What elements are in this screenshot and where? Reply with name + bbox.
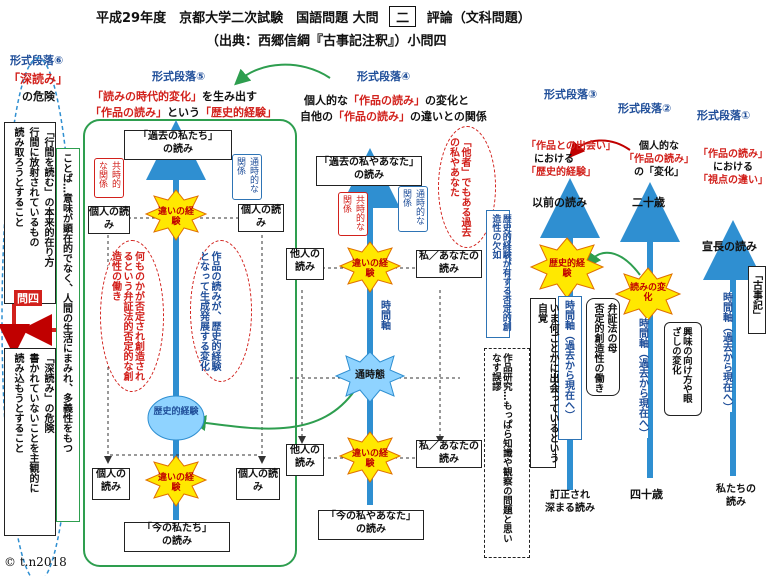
s1-norinaga-reading: 宣長の読み — [702, 240, 757, 253]
s2-age-40: 四十歳 — [630, 488, 663, 501]
s1-kojiki-box: 「古事記」 — [748, 266, 766, 334]
s4-past-box: 「過去の私やあなた」の読み — [316, 156, 422, 186]
copyright-text: © t.n2018 — [4, 555, 67, 569]
s4-self-mid: 私／あなたの読み — [416, 250, 482, 278]
section-4-title: 形式段落④ — [357, 70, 411, 83]
s4-present-box: 「今の私やあなた」の読み — [318, 510, 424, 540]
s3-burst: 歴史的経験 — [548, 259, 585, 279]
s5-individual-mid-right: 個人の読み — [238, 204, 284, 232]
s4-other-mid: 他人の読み — [286, 248, 324, 280]
s5-diachronic-label: 通時的な関係 — [232, 154, 262, 200]
section-6-title: 形式段落⑥ — [10, 54, 64, 67]
s5-bubble-2: 作品の読みが、歴史的経験となって生成発展する変化 — [190, 240, 252, 382]
s4-burst-1: 違いの経験 — [351, 259, 388, 279]
section-3-title: 形式段落③ — [544, 88, 598, 101]
s4-other-bot: 他人の読み — [286, 444, 324, 476]
s3-before-reading: 以前の読み — [532, 196, 587, 209]
s1-time-axis: 時間軸（過去から現在へ） — [720, 292, 732, 412]
s2-burst: 読みの変化 — [629, 283, 666, 303]
s2-age-20: 二十歳 — [632, 196, 665, 209]
s5-individual-bot-left: 個人の読み — [92, 468, 130, 500]
s4-synchronic-label: 共時的な関係 — [338, 192, 368, 236]
s6-top-box: 「行間を読む」の本来的在り方 行間に放射されているもの 読み取ろうとすること — [4, 122, 56, 304]
s5-head-1: 「読みの時代的変化」を生み出す — [92, 90, 257, 103]
s2-interest-box: 興味の向け方や眼ざしの変化 — [664, 322, 702, 416]
s5-historical-experience: 歴史的経験 — [153, 407, 199, 417]
s4-lack-box: 歴史的経験が有する否定的創造性の欠如 — [486, 210, 511, 338]
s3-awareness-box: いま何ごとかに出会っているという自覚 — [530, 298, 558, 468]
s2-time-axis: 時間軸（過去から現在へ） — [636, 318, 648, 438]
page-title: 平成29年度 京都大学二次試験 国語問題 大問 二 評論（文科問題） — [96, 6, 531, 27]
s4-burst-2: 違いの経験 — [351, 449, 388, 469]
s4-head-2: 自他の「作品の読み」の違いとの関係 — [300, 110, 487, 123]
page-subtitle: （出典：西郷信綱『古事記注釈』）小問四 — [206, 34, 447, 49]
s4-work-study-box: 作品研究…もっぱら知識や観察の問題と思いなす誤謬 — [484, 348, 530, 558]
s5-individual-mid-left: 個人の読み — [88, 206, 130, 234]
s4-time-axis: 時間軸 — [378, 300, 390, 330]
s5-synchronic-label: 共時的な関係 — [94, 158, 124, 198]
s1-our-reading: 私たちの読み — [708, 484, 764, 514]
s4-diachrony: 通時態 — [355, 370, 385, 381]
s4-bubble: 「他者」でもある過去の私やあなた — [438, 126, 496, 248]
s6-head-b: の危険 — [22, 90, 55, 103]
label-mondai-4: 問四 — [14, 290, 42, 306]
s5-present-box: 「今の私たち」の読み — [124, 522, 230, 552]
s6-bottom-box: 「深読み」の危険 書かれていないことを主観的に 読み込もうとすること — [4, 348, 56, 536]
s5-past-box: 「過去の私たち」の読み — [124, 130, 232, 160]
s1-head: 「作品の読み」 における 「視点の違い」 — [698, 149, 768, 186]
s5-burst-2: 違いの経験 — [157, 473, 194, 493]
section-5-title: 形式段落⑤ — [152, 70, 206, 83]
s5-individual-bot-right: 個人の読み — [236, 468, 280, 500]
section-2-title: 形式段落② — [618, 102, 672, 115]
arrow-4-to-5 — [234, 63, 331, 86]
s3-after-reading: 訂正され深まる読み — [536, 490, 604, 520]
s4-self-bot: 私／あなたの読み — [416, 440, 482, 468]
s4-head-1: 個人的な「作品の読み」の変化と — [304, 94, 469, 107]
dai-box: 二 — [389, 6, 417, 27]
s6-kotoba-box: ことば…意味が顕在的でなく、人間の生活にまみれ、多義性をもつ — [56, 148, 80, 522]
s5-burst-1: 違いの経験 — [157, 207, 194, 227]
section-1-title: 形式段落① — [697, 109, 751, 122]
arrow-2-to-3 — [568, 139, 631, 159]
s3-dialectic-box: 弁証法の母 否定的創造性の働き — [586, 298, 620, 396]
s5-head-2: 「作品の読み」という「歴史的経験」 — [90, 106, 277, 119]
s4-diachronic-label: 通時的な関係 — [398, 186, 428, 232]
s2-head: 個人的な 「作品の読み」 の「変化」 — [624, 141, 694, 178]
s5-bubble-1: 何ものかが否定され創造されるという弁証法的否定的な創造性の働き — [100, 240, 164, 392]
s3-time-box: 時間軸（過去から現在へ） — [558, 296, 582, 440]
s3-head: 「作品との出会い」 における 「歴史的経験」 — [526, 141, 616, 178]
s6-head-a: 「深読み」 — [8, 72, 69, 86]
